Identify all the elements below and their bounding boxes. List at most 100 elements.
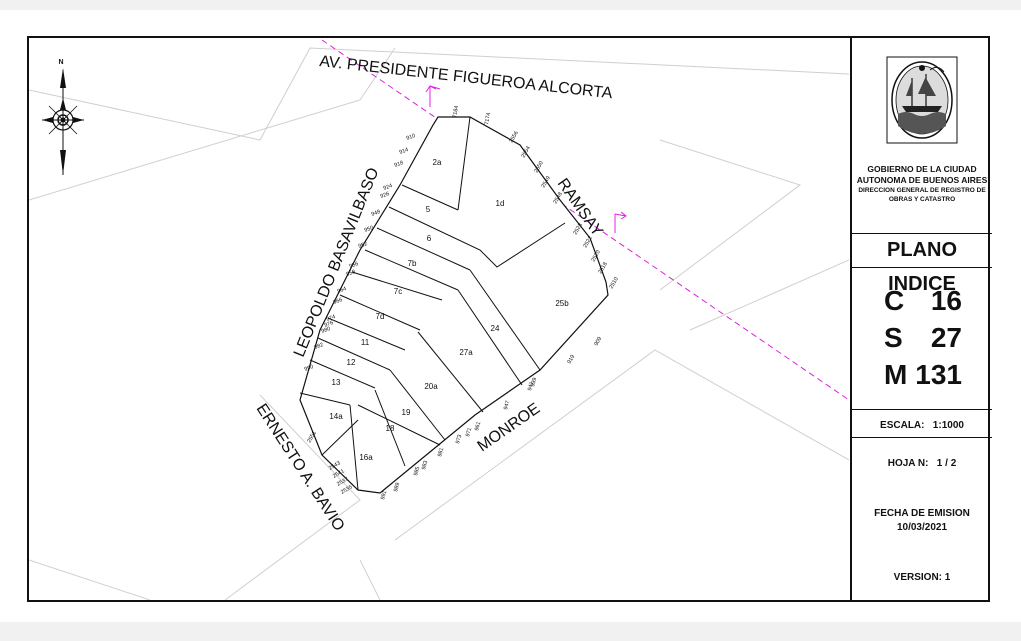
door-number: 7184 — [452, 105, 460, 118]
door-number: 958 — [346, 269, 357, 278]
surrounding-blocks — [29, 47, 849, 600]
door-number: 910 — [406, 133, 417, 142]
door-number: 2537 — [336, 476, 350, 487]
parcel-label: 5 — [426, 205, 431, 214]
door-number: 2551 — [307, 430, 318, 444]
door-number: 990 — [304, 364, 315, 373]
door-number: 2522 — [583, 235, 594, 249]
door-number: 989 — [393, 482, 401, 492]
code-row-c: C 16 — [852, 282, 992, 319]
code-letter: S — [884, 322, 903, 353]
code-letter: M — [884, 359, 908, 390]
door-number: 918 — [394, 160, 405, 169]
code-value: 16 — [930, 285, 962, 316]
emblem-cell: GOBIERNO DE LA CIUDAD AUTONOMA DE BUENOS… — [852, 36, 992, 234]
door-number: 985 — [413, 466, 421, 476]
door-number: 966 — [333, 297, 344, 306]
parcel-label: 7b — [408, 259, 417, 268]
door-number: 2543 — [328, 460, 342, 471]
scale-cell: ESCALA: 1:1000 — [852, 410, 992, 438]
issue-date: 10/03/2021 — [896, 522, 948, 533]
door-number: 964 — [337, 286, 348, 295]
parcel-label: 1d — [496, 199, 505, 208]
parcel-label: 20a — [424, 382, 438, 391]
door-number: 974 — [326, 314, 337, 323]
door-number: 2554 — [521, 145, 532, 159]
section-boundary-line — [321, 39, 849, 401]
issue-date-label: FECHA DE EMISION — [874, 508, 970, 519]
door-number: 914 — [399, 147, 410, 156]
info-cell: HOJA N: 1 / 2 FECHA DE EMISION 10/03/202… — [852, 438, 992, 602]
door-number: 2518 — [598, 261, 609, 275]
scale-label: ESCALA: 1:1000 — [880, 420, 964, 431]
code-letter: C — [884, 285, 905, 316]
parcel-label: 16a — [359, 453, 373, 462]
city-coat-of-arms-icon — [886, 56, 958, 144]
boundary-arrow-2 — [614, 211, 627, 233]
codes-cell: C 16 S 27 M 131 — [852, 268, 992, 410]
door-number: 2548 — [553, 191, 564, 205]
door-number: 956 — [349, 261, 360, 270]
door-number: 983 — [421, 460, 429, 470]
door-number: 981 — [437, 447, 445, 457]
directorate-line-2: OBRAS Y CATASTRO — [888, 196, 956, 203]
door-number: 982 — [314, 342, 325, 351]
code-value: 27 — [930, 322, 962, 353]
door-number: 971 — [465, 427, 473, 437]
door-number: 948 — [371, 209, 382, 218]
door-number: 7174 — [484, 112, 492, 125]
parcel-label: 13 — [332, 378, 341, 387]
door-number: 926 — [380, 191, 391, 200]
door-number: 2550 — [534, 160, 545, 174]
door-number: 2556 — [509, 130, 520, 144]
parcel-label: 2a — [433, 158, 442, 167]
door-number: 919 — [567, 354, 577, 365]
block-outline — [299, 116, 609, 494]
government-name-line-2: AUTONOMA DE BUENOS AIRES — [856, 175, 988, 185]
parcel-label: 11 — [361, 338, 370, 347]
sheet-number: HOJA N: 1 / 2 — [887, 458, 957, 469]
door-number: 939 — [530, 377, 538, 387]
government-name-line-1: GOBIERNO DE LA CIUDAD — [867, 164, 977, 174]
compass-rose-icon: N — [42, 59, 84, 175]
parcel-label: 19 — [402, 408, 411, 417]
plan-title: PLANO INDICE — [887, 239, 957, 295]
parcel-label: 7d — [376, 312, 385, 321]
door-number: 947 — [503, 400, 511, 410]
code-value: 131 — [915, 359, 962, 390]
parcel-label: 6 — [427, 234, 432, 243]
parcel-lines — [299, 116, 566, 491]
door-number: 941 — [527, 381, 535, 391]
parcel-label: 18 — [386, 424, 395, 433]
door-number: 952 — [358, 241, 369, 250]
code-row-m: M 131 — [852, 356, 992, 393]
directorate-line-1: DIRECCION GENERAL DE REGISTRO DE — [858, 187, 986, 194]
version-label: VERSION: 1 — [893, 572, 951, 583]
code-row-s: S 27 — [852, 319, 992, 356]
parcel-label: 12 — [347, 358, 356, 367]
door-number: 973 — [455, 434, 463, 444]
parcel-label: 25b — [555, 299, 569, 308]
title-block: GOBIERNO DE LA CIUDAD AUTONOMA DE BUENOS… — [850, 36, 992, 602]
door-number: 924 — [383, 183, 394, 192]
parcel-label: 24 — [491, 324, 500, 333]
boundary-arrow-1 — [425, 85, 441, 107]
parcel-label: 27a — [459, 348, 473, 357]
door-number: 909 — [594, 336, 604, 347]
door-number: 2535 — [340, 484, 354, 495]
door-number: 976 — [324, 320, 335, 329]
door-number: 2510 — [609, 276, 620, 290]
door-number: 950 — [364, 225, 375, 234]
door-number: 991 — [380, 490, 388, 500]
plan-title-cell: PLANO INDICE — [852, 234, 992, 295]
cadastral-map: 2a 5 6 7b 7c 7d 11 12 13 14a 16a 18 19 2… — [29, 39, 849, 600]
parcel-label: 14a — [329, 412, 343, 421]
north-label: N — [58, 59, 63, 66]
door-number: 2520 — [591, 249, 602, 263]
parcel-label: 7c — [394, 287, 402, 296]
door-number: 961 — [474, 421, 482, 431]
door-number: 2541 — [332, 468, 346, 479]
door-number: 980 — [321, 326, 332, 335]
door-number: 2549 — [541, 175, 552, 189]
door-number: 2528 — [573, 222, 584, 236]
